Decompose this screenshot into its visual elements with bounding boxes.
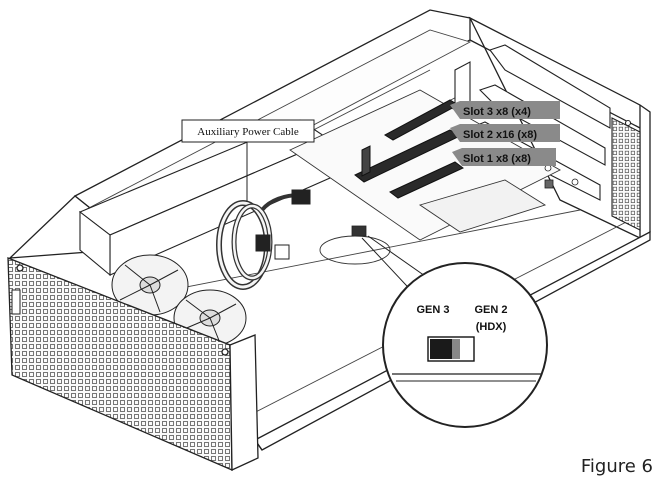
front-vent-panel [7,257,259,472]
slot-1-tag [452,148,556,166]
board-connectors [351,164,579,237]
slot-2-label: Slot 2 x16 (x8) [463,129,537,141]
slot-1-label: Slot 1 x8 (x8) [463,153,531,165]
pcie-slots [354,99,464,199]
gen-switch [427,336,475,362]
switch-left-label: GEN 3 [416,304,449,316]
slot-3-tag [450,101,560,119]
switch-right-sublabel: (HDX) [476,321,507,333]
rear-vent-panel [611,117,641,231]
slot-labels: Slot 3 x8 (x4) Slot 2 x16 (x8) Slot 1 x8… [450,101,560,166]
magnifier-callout [361,235,548,428]
power-supply [78,119,332,277]
motherboard [289,89,561,265]
slot-3-label: Slot 3 x8 (x4) [463,106,531,118]
auxiliary-power-cable [216,189,311,290]
switch-right-label: GEN 2 [474,304,507,316]
switch-thumb [430,339,452,359]
callout-box [181,119,315,143]
slot-2-tag [450,124,560,142]
callout-label: Auxiliary Power Cable [197,126,299,138]
figure-caption: Figure 6 [580,456,653,477]
